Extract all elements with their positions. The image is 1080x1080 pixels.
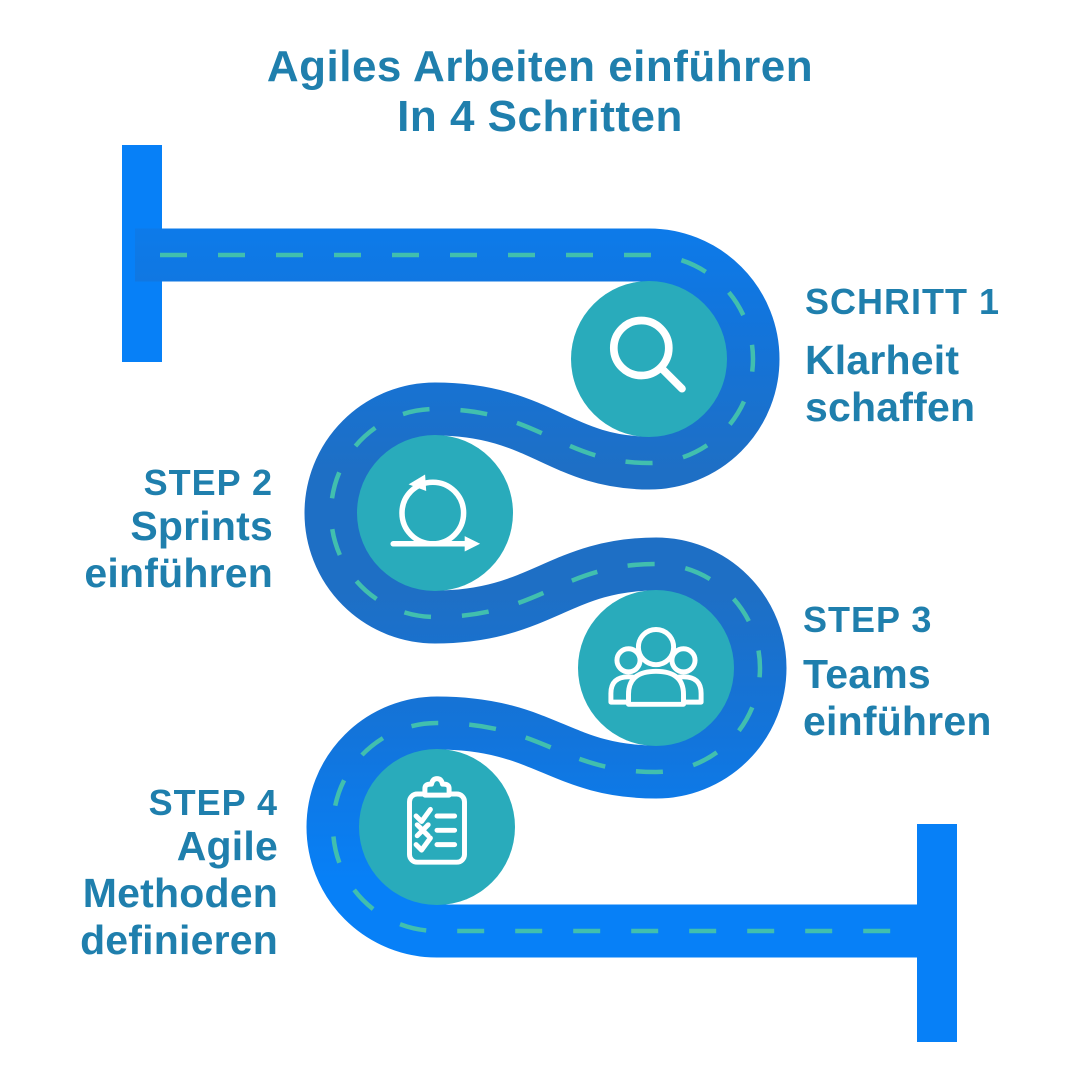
- step-3-line-1: Teams: [803, 651, 931, 697]
- step-4-text-block: STEP 4 Agile Methoden definieren: [0, 785, 278, 964]
- sprint-loop-icon: [390, 474, 481, 552]
- road-center-dashes: [160, 252, 920, 934]
- step-3-label: STEP 3: [803, 599, 933, 640]
- step-1-label: SCHRITT 1: [805, 281, 1001, 322]
- checklist-icon: [407, 776, 467, 865]
- step-2-label: STEP 2: [143, 462, 273, 503]
- step-1-line-1: Klarheit: [805, 337, 960, 383]
- step-3-text-block: STEP 3 Teams einführen: [803, 602, 1063, 745]
- step-2-text-block: STEP 2 Sprints einführen: [13, 465, 273, 597]
- step-node-circle-1: [571, 281, 727, 437]
- step-4-label: STEP 4: [148, 782, 278, 823]
- step-1-text-block: SCHRITT 1 Klarheit schaffen: [805, 284, 1065, 431]
- team-icon: [608, 627, 704, 707]
- step-3-line-2: einführen: [803, 698, 992, 744]
- search-icon: [609, 316, 686, 393]
- page-title-line1: Agiles Arbeiten einführen: [266, 42, 814, 91]
- step-2-line-1: Sprints: [130, 503, 273, 549]
- step-4-line-3: definieren: [80, 917, 278, 963]
- page-title-line2: In 4 Schritten: [397, 92, 683, 141]
- step-4-line-2: Methoden: [82, 870, 278, 916]
- step-node-circle-4: [359, 749, 515, 905]
- step-1-line-2: schaffen: [805, 384, 976, 430]
- page-title: Agiles Arbeiten einführen In 4 Schritten: [0, 42, 1080, 142]
- step-node-circle-3: [578, 590, 734, 746]
- step-2-line-2: einführen: [84, 550, 273, 596]
- step-4-line-1: Agile: [176, 823, 278, 869]
- step-node-circle-2: [357, 435, 513, 591]
